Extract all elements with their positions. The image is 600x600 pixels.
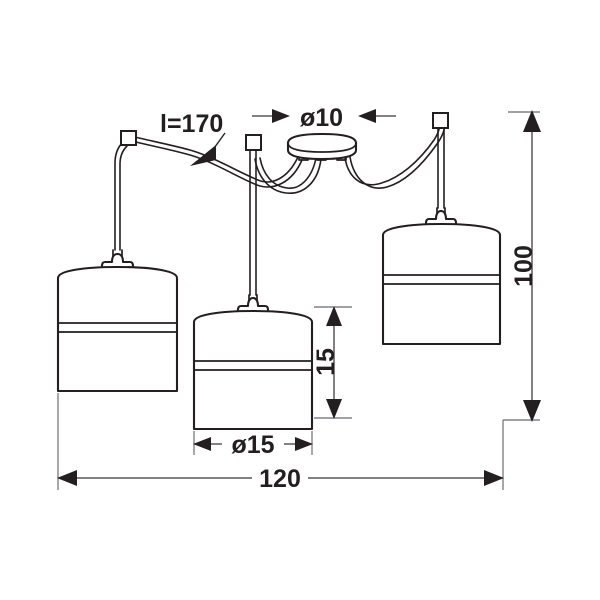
left-cable-inner — [131, 140, 303, 188]
overall-width-label: 120 — [259, 465, 301, 493]
left-cable-drop-right — [119, 145, 128, 251]
canopy-arrow-right — [358, 109, 376, 123]
left-cable-drop-left — [114, 141, 124, 251]
overall-height-label: 100 — [510, 245, 538, 287]
rose-top-ellipse-edge — [287, 142, 357, 153]
right-ceiling-hook — [432, 112, 449, 129]
left-cable-outer — [130, 135, 299, 183]
rose-body — [286, 132, 358, 161]
center-shade — [192, 294, 314, 431]
cable-length-label: l=170 — [160, 110, 223, 138]
dimension-overall-height: 100 — [503, 110, 541, 422]
dimension-canopy-diameter: ø10 — [252, 104, 396, 132]
dimension-overall-width: 120 — [57, 393, 504, 493]
left-shade-body — [56, 265, 179, 393]
left-socket — [100, 252, 135, 271]
shade-diameter-label: ø15 — [231, 431, 274, 459]
shade-diameter-arrow-left — [193, 437, 211, 451]
dimension-cable-length: l=170 — [160, 110, 226, 166]
shade-height-arrow-bottom — [326, 399, 342, 419]
right-cable-outer — [344, 121, 441, 186]
overall-width-arrow-left — [57, 470, 77, 486]
center-cable-outer — [259, 157, 317, 189]
right-cable-inner — [349, 122, 446, 189]
dimension-shade-height: 15 — [312, 306, 352, 419]
shade-height-label: 15 — [312, 348, 340, 376]
overall-height-arrow-bottom — [523, 400, 541, 422]
overall-width-arrow-right — [484, 470, 504, 486]
left-ceiling-hook — [120, 130, 137, 146]
cable-length-arrow-head — [190, 145, 216, 166]
shade-height-arrow-top — [326, 306, 342, 326]
ceiling-hook-group — [120, 112, 449, 151]
shade-diameter-arrow-right — [295, 437, 313, 451]
canopy-diameter-label: ø10 — [300, 104, 343, 132]
dimension-shade-diameter: ø15 — [193, 431, 313, 459]
ceiling-rose — [286, 132, 358, 161]
canopy-arrow-left — [272, 109, 290, 123]
center-socket — [236, 296, 270, 315]
right-socket — [424, 209, 458, 228]
center-ceiling-hook — [245, 134, 262, 151]
center-cable-inner — [254, 158, 322, 194]
right-shade — [381, 207, 502, 346]
overall-height-arrow-top — [523, 110, 541, 132]
left-shade — [56, 249, 179, 393]
